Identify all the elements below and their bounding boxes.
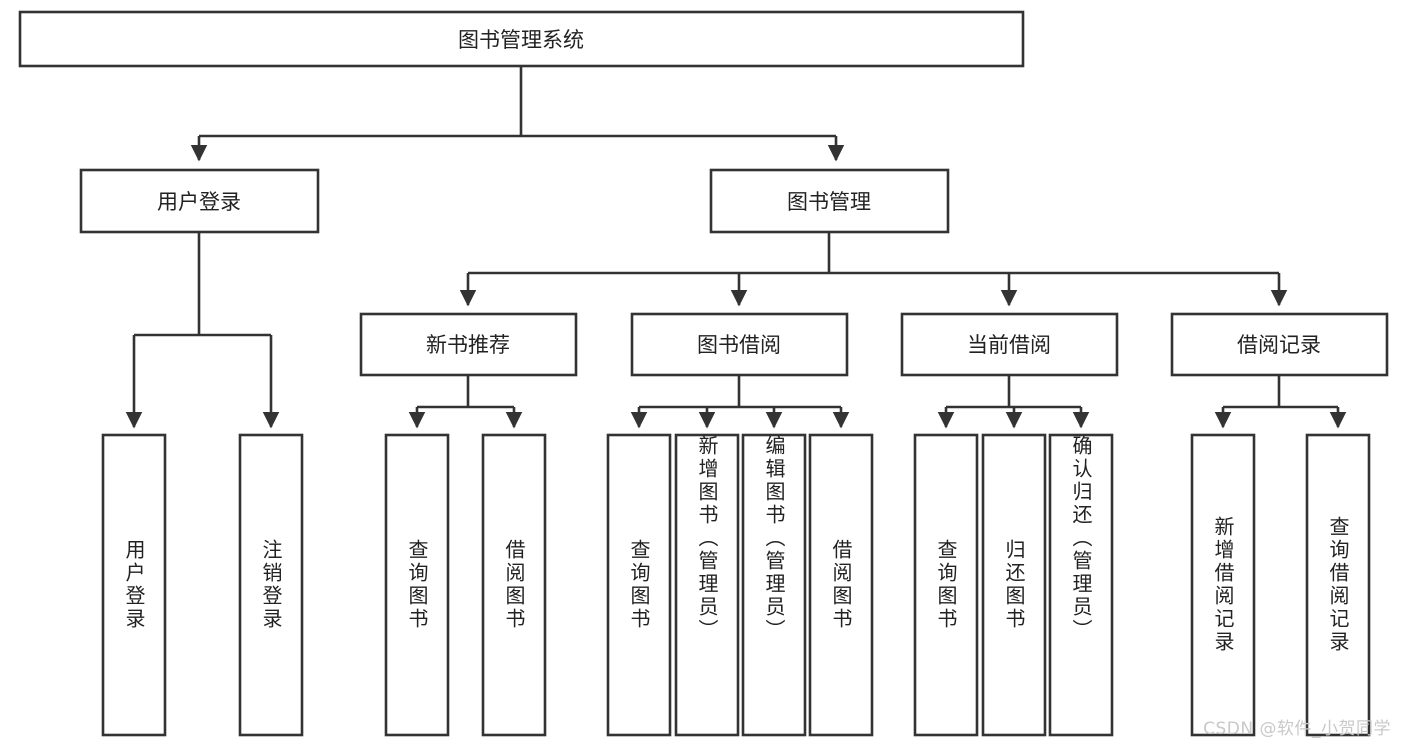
leaf-box-query-book-1[interactable] [384, 433, 450, 737]
connector-bookborrow-to-leaves [630, 375, 850, 429]
leaf-box-borrow-book-2[interactable] [808, 433, 874, 737]
node-borrow-record[interactable]: 借阅记录 [1170, 312, 1389, 377]
csdn-watermark: CSDN @软件_小贺同学 [1203, 719, 1391, 739]
leaf-box-logout-login[interactable] [238, 433, 304, 737]
leaf-box-add-book[interactable] [674, 433, 740, 737]
connector-root-to-level1 [190, 66, 845, 162]
leaf-box-edit-book[interactable] [741, 433, 807, 737]
connector-currentborrow-to-leaves [937, 375, 1090, 429]
node-current-borrow-label: 当前借阅 [967, 333, 1051, 357]
node-book-borrow-label: 图书借阅 [697, 333, 781, 357]
node-book-borrow[interactable]: 图书借阅 [630, 312, 849, 377]
node-current-borrow[interactable]: 当前借阅 [900, 312, 1119, 377]
node-user-login-label: 用户登录 [157, 190, 241, 214]
leaf-box-confirm-return[interactable] [1048, 433, 1114, 737]
leaf-box-add-record[interactable] [1190, 433, 1256, 737]
node-borrow-record-label: 借阅记录 [1237, 333, 1321, 357]
node-book-manage-label: 图书管理 [787, 190, 871, 214]
leaf-box-query-book-2[interactable] [606, 433, 672, 737]
leaf-box-query-book-3[interactable] [913, 433, 979, 737]
node-book-manage[interactable]: 图书管理 [709, 168, 950, 234]
node-user-login[interactable]: 用户登录 [79, 168, 320, 234]
leaf-box-borrow-book-1[interactable] [481, 433, 547, 737]
connector-newbook-to-leaves [408, 375, 523, 429]
connector-userlogin-to-leaves [125, 232, 280, 429]
leaf-box-user-login[interactable] [101, 433, 167, 737]
node-new-book-recommend[interactable]: 新书推荐 [359, 312, 578, 377]
node-root-label: 图书管理系统 [458, 28, 584, 52]
node-root[interactable]: 图书管理系统 [18, 10, 1025, 68]
connector-borrowrecord-to-leaves [1214, 375, 1347, 429]
leaf-box-query-record[interactable] [1305, 433, 1371, 737]
connector-bookmanage-to-level2 [459, 232, 1288, 307]
leaf-box-return-book[interactable] [981, 433, 1047, 737]
node-new-book-recommend-label: 新书推荐 [426, 333, 510, 357]
